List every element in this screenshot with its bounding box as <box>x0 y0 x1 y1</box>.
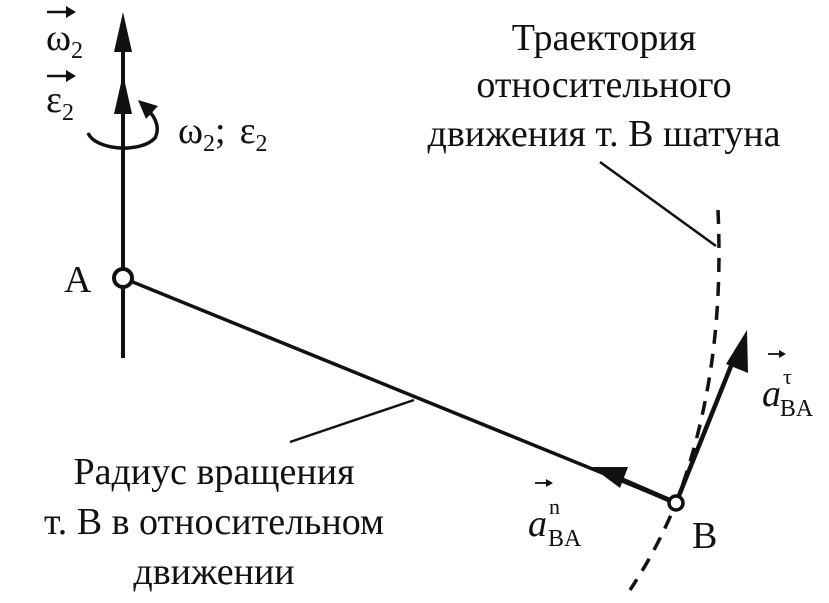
omega-vec-bar-head <box>66 6 76 18</box>
radius-label-line1: Радиус вращения <box>73 451 354 493</box>
rotation-values-label: ω2;ε2 <box>178 110 268 157</box>
epsilon-vec-bar-head <box>66 70 76 82</box>
point-b-hinge <box>667 494 685 512</box>
point-a-label: A <box>64 259 92 301</box>
trajectory-leader-line <box>599 160 717 248</box>
epsilon-vector-arrowhead <box>114 74 132 114</box>
point-a-hinge <box>112 267 134 289</box>
radius-leader-line <box>289 398 415 444</box>
epsilon-vec-label: ε2 <box>46 79 74 126</box>
radius-label-line2: т. В в относительном <box>44 501 384 543</box>
rotation-curved-arrow <box>86 108 159 150</box>
normal-vec-bar-head <box>546 479 553 487</box>
omega-vec-label: ω2 <box>46 17 83 64</box>
connecting-rod-ab <box>122 276 677 505</box>
trajectory-label-line1: Траектория <box>512 17 696 59</box>
tangential-accel-shaft <box>673 355 738 504</box>
rotation-curved-arrowhead <box>138 100 158 119</box>
normal-accel-shaft <box>617 475 677 506</box>
trajectory-label-line3: движения т. В шатуна <box>428 113 781 155</box>
point-b-label: B <box>692 515 717 557</box>
tangential-vec-bar-head <box>779 350 786 358</box>
omega-vector-arrowhead <box>114 12 132 52</box>
relative-trajectory-dashed <box>628 209 721 591</box>
radius-label-line3: движении <box>133 551 294 593</box>
trajectory-label-line2: относительного <box>476 64 731 106</box>
tangential-accel-arrowhead <box>726 330 748 373</box>
normal-accel-arrowhead <box>592 467 628 488</box>
